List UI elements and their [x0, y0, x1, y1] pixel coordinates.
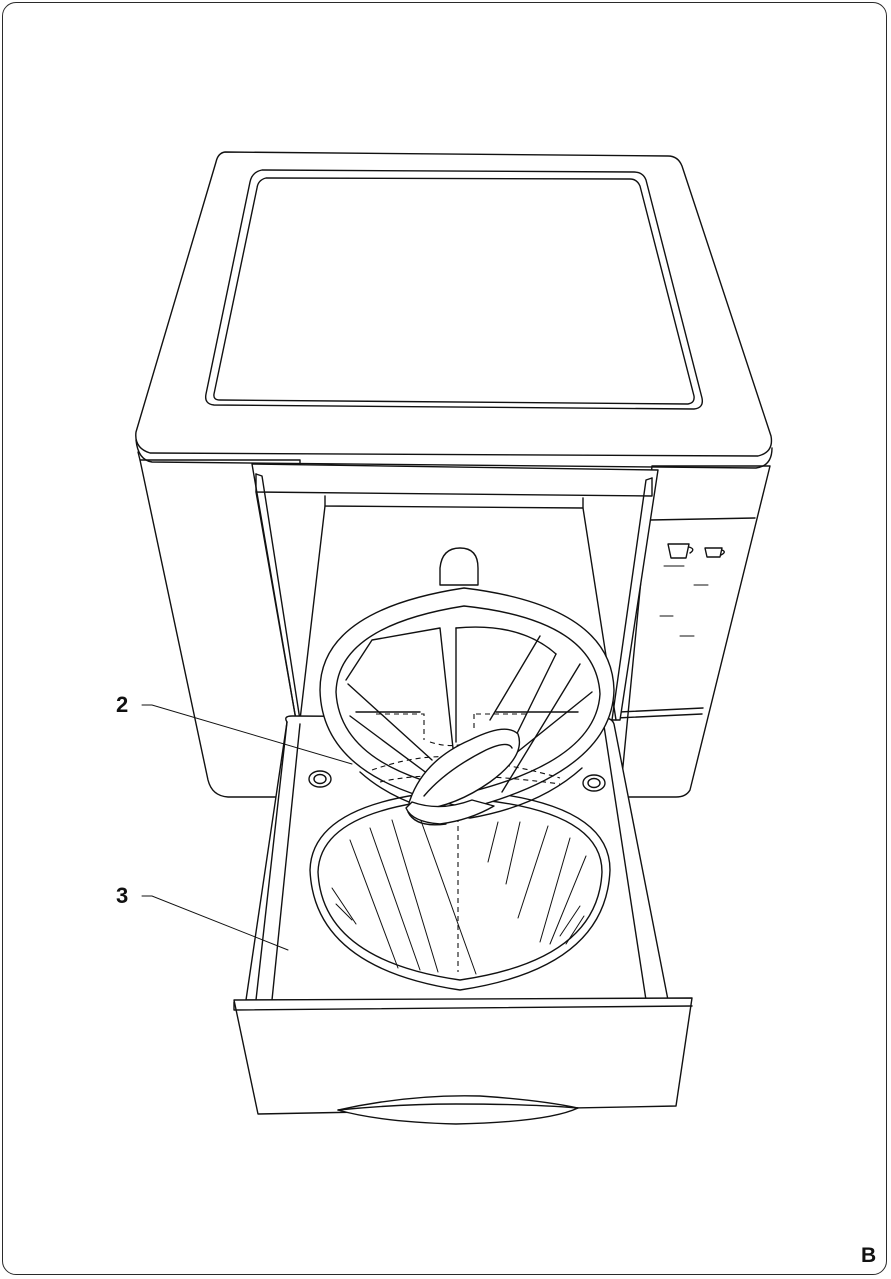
callout-label-3: 3	[116, 883, 128, 908]
callout-label-2: 2	[116, 692, 128, 717]
machine-body	[139, 459, 771, 798]
filter-holder	[319, 547, 615, 826]
large-cup-icon	[667, 543, 694, 559]
drawer-hole-left	[308, 770, 332, 788]
drawer-hole-right	[582, 774, 606, 792]
callout-2: 2	[116, 692, 353, 765]
figure-letter: B	[861, 1244, 876, 1267]
callout-3: 3	[116, 883, 289, 951]
small-cup-icon	[704, 547, 725, 558]
control-panel	[659, 543, 725, 637]
machine-lid	[135, 151, 773, 469]
drawer	[233, 715, 693, 1125]
